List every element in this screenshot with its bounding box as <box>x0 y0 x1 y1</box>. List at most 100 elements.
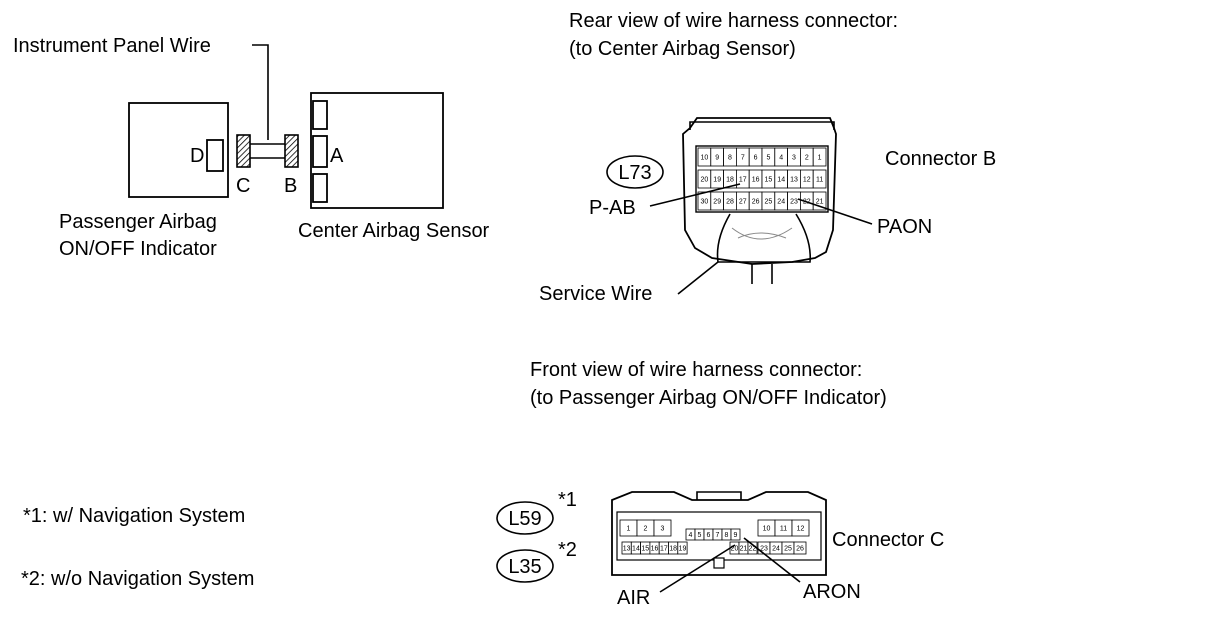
connector-c-pin-label-14: 14 <box>632 546 640 553</box>
connector-c-pin-label-16: 16 <box>651 546 659 553</box>
connector-b-pin-label-3: 3 <box>792 155 796 162</box>
connector-c-pin-label-18: 18 <box>669 546 677 553</box>
connector-b-pin-label-19: 19 <box>713 177 721 184</box>
connector-b-pin-1 <box>812 147 827 167</box>
connector-b-pin-label-1: 1 <box>818 155 822 162</box>
connector-c-code1-mark: *1 <box>558 489 577 511</box>
aron-leader <box>743 537 801 583</box>
service-wire-leader <box>677 261 719 295</box>
service-wire-label: Service Wire <box>539 283 652 305</box>
harness-overview: Instrument Panel Wire D C B A Passenger … <box>13 35 490 260</box>
connector-c-pin-label-4: 4 <box>689 532 693 539</box>
connector-b-pin-label-25: 25 <box>765 199 773 206</box>
connector-b-plug <box>284 134 299 168</box>
connector-c-pin-label-8: 8 <box>725 532 729 539</box>
connector-c-pin-label-19: 19 <box>679 546 687 553</box>
connector-b-pin-label-26: 26 <box>752 199 760 206</box>
connector-c-code1: L59 <box>508 508 541 530</box>
sensor-socket-1 <box>312 100 328 130</box>
connector-c-pin-label-10: 10 <box>763 526 771 533</box>
sensor-socket-2 <box>312 135 328 168</box>
connector-c-title-line1: Front view of wire harness connector: <box>530 359 862 381</box>
connector-b-pin-label-5: 5 <box>766 155 770 162</box>
indicator-label-line2: ON/OFF Indicator <box>59 238 217 260</box>
connector-c-pin-label-7: 7 <box>716 532 720 539</box>
terminal-p-ab: P-AB <box>589 197 636 219</box>
note-no-navigation: *2: w/o Navigation System <box>21 568 254 590</box>
connector-b-pin-label-8: 8 <box>728 155 732 162</box>
connector-c-key <box>713 557 725 569</box>
connector-c-section: Front view of wire harness connector: (t… <box>496 359 944 609</box>
connector-b-pin-label-27: 27 <box>739 199 747 206</box>
connector-b-pin-label-10: 10 <box>701 155 709 162</box>
connector-c-pin-label-9: 9 <box>734 532 738 539</box>
p-ab-leader <box>649 183 741 207</box>
connector-c-pin-label-25: 25 <box>784 546 792 553</box>
connector-c-pin-label-22: 22 <box>749 546 757 553</box>
connector-c-pin-19 <box>677 541 688 555</box>
connector-c-pin-3 <box>653 519 672 537</box>
connector-b-pin-label-4: 4 <box>779 155 783 162</box>
indicator-label-line1: Passenger Airbag <box>59 211 217 233</box>
connector-b-code-oval <box>606 155 664 189</box>
connector-c-pin-label-3: 3 <box>661 526 665 533</box>
connector-c-pin-9 <box>730 528 741 541</box>
connector-b-pin-label-21: 21 <box>816 199 824 206</box>
connector-b-pin-label-18: 18 <box>726 177 734 184</box>
connector-b-title-line1: Rear view of wire harness connector: <box>569 10 898 32</box>
terminal-paon: PAON <box>877 216 932 238</box>
connector-c-pin-label-1: 1 <box>627 526 631 533</box>
connector-b-pin-label-6: 6 <box>754 155 758 162</box>
connector-c-pin-label-2: 2 <box>644 526 648 533</box>
connector-c-code2-mark: *2 <box>558 539 577 561</box>
connector-b-pin-label-16: 16 <box>752 177 760 184</box>
connector-c-code2-oval <box>496 549 554 583</box>
connector-b-pin-label-20: 20 <box>701 177 709 184</box>
connector-b-pin-label-14: 14 <box>777 177 785 184</box>
connector-c-pin-label-20: 20 <box>731 546 739 553</box>
connector-c-pin-label-6: 6 <box>707 532 711 539</box>
service-wire-loop <box>716 213 812 263</box>
instrument-panel-wire-label: Instrument Panel Wire <box>13 35 211 57</box>
connector-b-name: Connector B <box>885 148 996 170</box>
connector-c-lock <box>696 491 742 500</box>
connector-b-lock <box>689 121 835 130</box>
connector-d-socket <box>206 139 224 172</box>
connector-c-plug <box>236 134 251 168</box>
terminal-air: AIR <box>617 587 650 609</box>
wire-leader-line <box>252 44 269 140</box>
sensor-socket-3 <box>312 173 328 203</box>
connector-c-pin-26 <box>793 541 807 555</box>
connector-b-pin-label-12: 12 <box>803 177 811 184</box>
connector-c-pin-label-21: 21 <box>740 546 748 553</box>
connector-b-pin-label-17: 17 <box>739 177 747 184</box>
air-leader <box>659 544 736 593</box>
connector-c-code1-oval <box>496 501 554 535</box>
connector-c-pin-label-13: 13 <box>623 546 631 553</box>
connector-c-pin-label-17: 17 <box>660 546 668 553</box>
connector-b-pin-label-2: 2 <box>805 155 809 162</box>
connector-c-title-line2: (to Passenger Airbag ON/OFF Indicator) <box>530 387 887 409</box>
service-wire-strand-1 <box>731 227 793 240</box>
connector-b-title-line2: (to Center Airbag Sensor) <box>569 38 796 60</box>
paon-leader <box>797 198 873 225</box>
connector-c-pin-12 <box>791 519 810 537</box>
sensor-label: Center Airbag Sensor <box>298 220 490 242</box>
connector-b-pin-label-28: 28 <box>726 199 734 206</box>
footnotes: *1: w/ Navigation System *2: w/o Navigat… <box>21 505 254 590</box>
connector-c-pin-label-15: 15 <box>641 546 649 553</box>
connector-b-pin-label-11: 11 <box>816 177 823 184</box>
note-navigation: *1: w/ Navigation System <box>23 505 245 527</box>
connector-c-pin-label-26: 26 <box>796 546 804 553</box>
letter-b: B <box>284 175 297 197</box>
connector-b-pin-label-23: 23 <box>790 199 798 206</box>
connector-b-pin-label-29: 29 <box>713 199 721 206</box>
connector-c-pin-label-5: 5 <box>698 532 702 539</box>
center-airbag-sensor-box <box>310 92 444 209</box>
connector-c-pin-label-23: 23 <box>760 546 768 553</box>
service-wire-strand-2 <box>737 232 787 239</box>
terminal-aron: ARON <box>803 581 861 603</box>
